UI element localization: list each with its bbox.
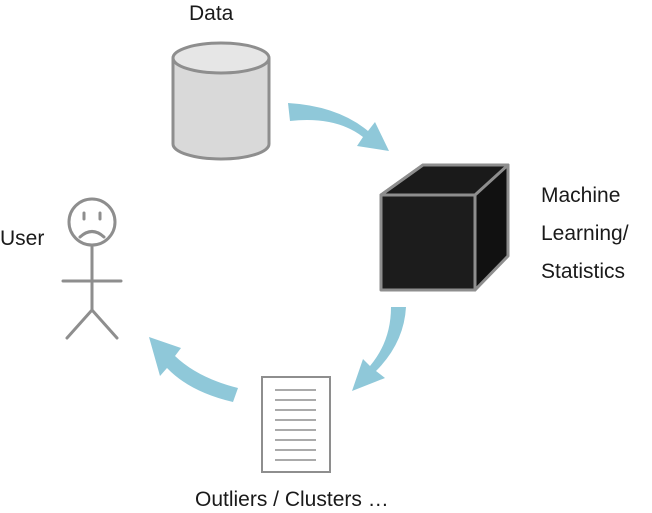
sad-stick-figure-icon (61, 197, 123, 340)
arrow-output-to-user (149, 337, 238, 402)
machine-learning-label-line: Learning/ (541, 222, 629, 245)
data-label: Data (189, 2, 234, 25)
arrow-data-to-model (288, 103, 389, 151)
arrow-model-to-output (352, 307, 406, 391)
machine-learning-label-line: Statistics (541, 260, 626, 283)
document-icon (261, 376, 331, 473)
machine-learning-label: Machine Learning/ Statistics (541, 177, 651, 291)
black-box-cube-icon (379, 163, 510, 292)
machine-learning-label-line: Machine (541, 184, 621, 207)
output-label: Outliers / Clusters … (195, 488, 389, 511)
database-icon (171, 41, 271, 161)
user-label: User (0, 227, 45, 250)
